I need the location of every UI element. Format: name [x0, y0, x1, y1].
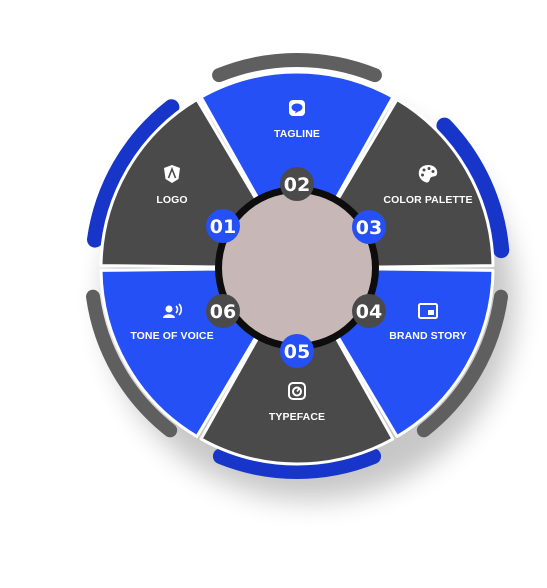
segment-label: LOGO [156, 194, 187, 206]
number-badge-06: 06 [206, 294, 240, 328]
number-badge-02: 02 [280, 167, 314, 201]
top-arc [212, 53, 382, 83]
center-circle [222, 193, 372, 343]
number-badge-04: 04 [352, 294, 386, 328]
picture-in-picture-icon [418, 303, 438, 319]
badge-number: 03 [356, 217, 382, 239]
badge-number: 02 [284, 174, 310, 196]
badge-number: 05 [284, 341, 310, 363]
segment-label: TONE OF VOICE [130, 330, 213, 342]
palette-icon [418, 165, 438, 183]
angular-icon [164, 165, 180, 183]
number-badge-03: 03 [352, 210, 386, 244]
segment-label: BRAND STORY [389, 330, 467, 342]
decorative-arcs [86, 53, 510, 479]
segment-label: TYPEFACE [269, 411, 325, 423]
segment-label: COLOR PALETTE [383, 194, 472, 206]
upper-left-arc [86, 99, 180, 248]
lower-right-arc [416, 289, 508, 438]
bottom-arc [212, 448, 382, 479]
lower-left-arc [86, 289, 178, 438]
badge-number: 06 [210, 301, 236, 323]
badge-number: 01 [210, 216, 236, 238]
voice-icon [163, 303, 183, 318]
segment-label: TAGLINE [274, 128, 320, 140]
badge-number: 04 [356, 301, 382, 323]
number-badge-01: 01 [206, 209, 240, 243]
line-chat-icon [289, 100, 305, 116]
camera-icon [288, 382, 306, 400]
upper-right-arc [436, 117, 510, 259]
number-badge-05: 05 [280, 334, 314, 368]
